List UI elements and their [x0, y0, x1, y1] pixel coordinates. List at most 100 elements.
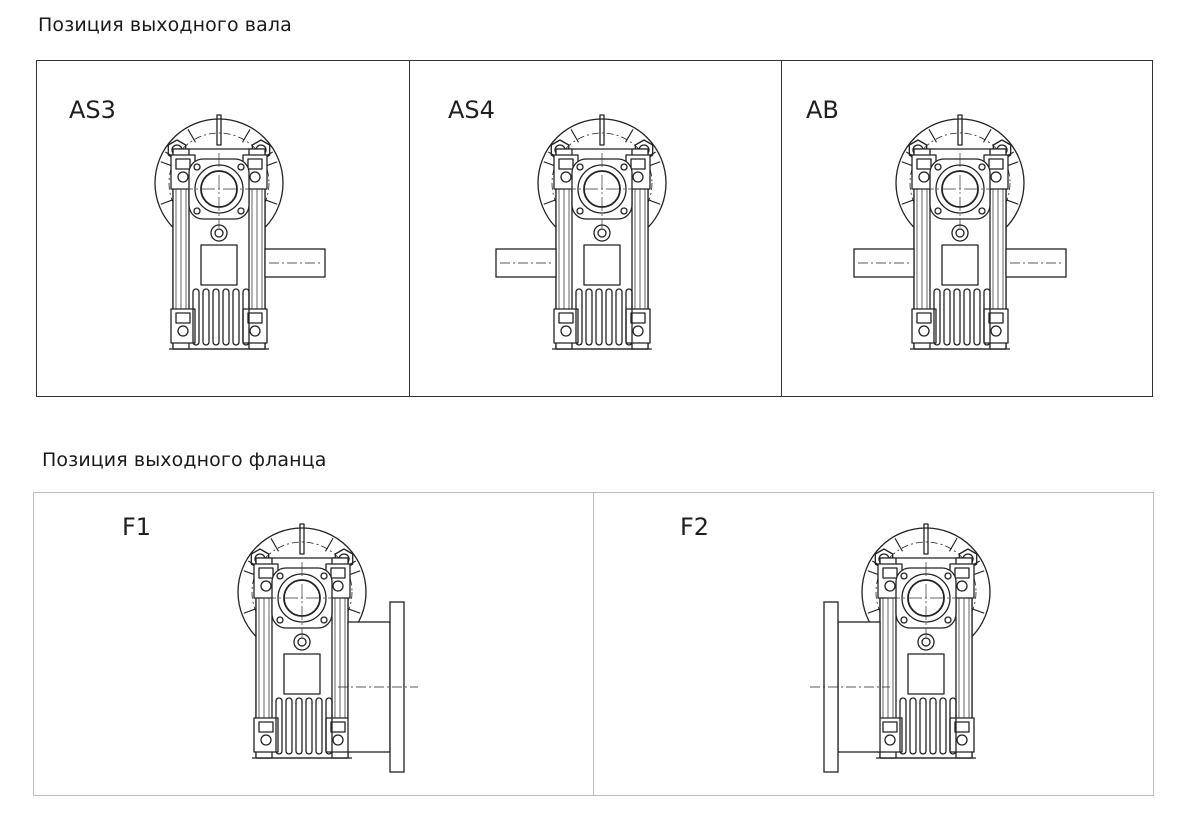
- cooling-fin: [305, 697, 313, 755]
- mounting-bolt: [956, 580, 968, 592]
- mounting-block-slot: [916, 158, 932, 170]
- output-flange-section-title: Позиция выходного фланца: [42, 449, 327, 471]
- mounting-block-slot: [175, 312, 191, 324]
- mounting-bolt: [918, 171, 930, 183]
- mounting-bolt: [918, 325, 930, 337]
- output-shaft-right: [1005, 248, 1067, 278]
- bore-bolt: [620, 207, 628, 215]
- position-cell-as3: AS3: [37, 61, 409, 396]
- cooling-fins: [899, 697, 957, 755]
- mounting-block-slot: [954, 567, 970, 579]
- mounting-block-slot: [558, 158, 574, 170]
- mounting-bolt: [990, 325, 1002, 337]
- cooling-fin: [595, 288, 603, 346]
- cooling-fin: [929, 697, 937, 755]
- mounting-bolt: [332, 734, 344, 746]
- position-label-as3: AS3: [69, 96, 116, 124]
- cooling-fin: [953, 288, 961, 346]
- bore-bolt: [978, 163, 986, 171]
- bore-bolt: [193, 207, 201, 215]
- oil-plug-inner: [597, 228, 607, 238]
- cooling-fin: [575, 288, 583, 346]
- input-neck: [907, 653, 945, 695]
- output-shaft-positions-panel: AS3 AS4 AB: [36, 60, 1153, 397]
- mounting-bolt: [177, 171, 189, 183]
- mounting-block-slot: [630, 158, 646, 170]
- bore-bolt: [934, 207, 942, 215]
- oil-plug-inner: [297, 637, 307, 647]
- mounting-block-slot: [258, 721, 274, 733]
- mounting-block-slot: [988, 158, 1004, 170]
- mounting-bolt: [260, 734, 272, 746]
- cooling-fin: [909, 697, 917, 755]
- cooling-fin: [242, 288, 250, 346]
- cooling-fin: [295, 697, 303, 755]
- cooling-fin: [192, 288, 200, 346]
- bore-bolt: [193, 163, 201, 171]
- bore-bolt: [620, 163, 628, 171]
- bore-bolt: [900, 572, 908, 580]
- output-flange-positions-panel: F1 F2: [33, 492, 1154, 796]
- bore-bolt: [576, 207, 584, 215]
- output-shaft-left: [495, 248, 557, 278]
- gearbox-body: [237, 523, 367, 759]
- mounting-block-slot: [630, 312, 646, 324]
- mounting-bolt: [332, 580, 344, 592]
- cooling-fin: [625, 288, 633, 346]
- top-stud: [599, 114, 605, 146]
- top-stud: [923, 523, 929, 555]
- output-shaft-section-title: Позиция выходного вала: [38, 14, 292, 36]
- mounting-block-slot: [330, 567, 346, 579]
- bore-bolt: [944, 572, 952, 580]
- position-label-f2: F2: [680, 513, 710, 541]
- bore-bolt: [934, 163, 942, 171]
- top-stud: [299, 523, 305, 555]
- cooling-fins: [275, 697, 333, 755]
- mounting-block-slot: [258, 567, 274, 579]
- oil-plug-inner: [214, 228, 224, 238]
- bore-bolt: [320, 616, 328, 624]
- output-shaft-right: [264, 248, 326, 278]
- position-cell-f1: F1: [34, 493, 593, 795]
- gearbox-body: [861, 523, 991, 759]
- centre-lines: [179, 153, 259, 228]
- mounting-bolt: [632, 325, 644, 337]
- input-neck: [200, 244, 238, 286]
- position-cell-ab: AB: [781, 61, 1153, 396]
- cooling-fin: [963, 288, 971, 346]
- mounting-bolt: [260, 580, 272, 592]
- cooling-fin: [605, 288, 613, 346]
- position-label-f1: F1: [122, 513, 152, 541]
- mounting-block-slot: [558, 312, 574, 324]
- cooling-fin: [212, 288, 220, 346]
- mounting-bolt: [632, 171, 644, 183]
- centre-lines: [886, 562, 966, 637]
- cooling-fin: [315, 697, 323, 755]
- mounting-bolt: [177, 325, 189, 337]
- bore-bolt: [276, 616, 284, 624]
- bore-bolt: [237, 207, 245, 215]
- gearbox-drawing-ab: [853, 114, 1067, 350]
- mounting-block-slot: [175, 158, 191, 170]
- gearbox-body: [154, 114, 284, 350]
- mounting-block-slot: [247, 312, 263, 324]
- bore-bolt: [944, 616, 952, 624]
- output-shaft-left: [853, 248, 915, 278]
- mounting-bolt: [560, 325, 572, 337]
- gearbox-drawing-f2: [810, 523, 991, 773]
- cooling-fins: [575, 288, 633, 346]
- mounting-block-slot: [882, 721, 898, 733]
- gearbox-drawing-f1: [237, 523, 418, 773]
- position-label-as4: AS4: [448, 96, 495, 124]
- cooling-fin: [899, 697, 907, 755]
- mounting-block-slot: [954, 721, 970, 733]
- mounting-block-slot: [882, 567, 898, 579]
- oil-plug-inner: [955, 228, 965, 238]
- bore-bolt: [276, 572, 284, 580]
- top-stud: [216, 114, 222, 146]
- cooling-fin: [615, 288, 623, 346]
- cooling-fins: [192, 288, 250, 346]
- cooling-fin: [933, 288, 941, 346]
- cooling-fin: [285, 697, 293, 755]
- mounting-bolt: [249, 325, 261, 337]
